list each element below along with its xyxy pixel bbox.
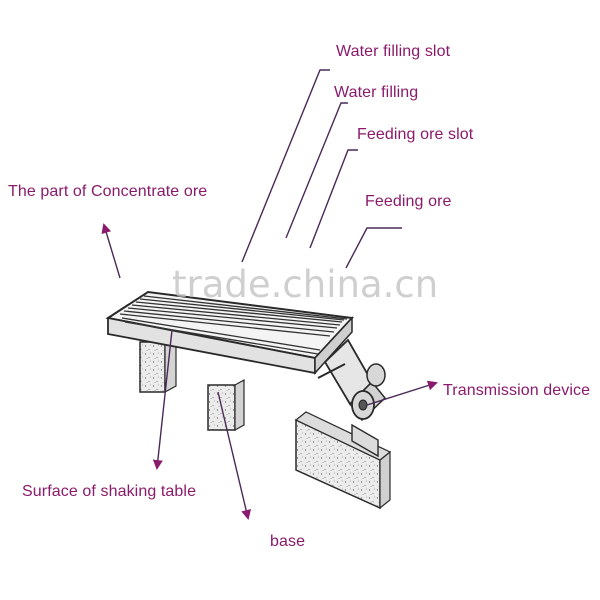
- leader-concentrate-ore: [101, 223, 121, 279]
- label-concentrate-ore: The part of Concentrate ore: [8, 183, 208, 200]
- label-shaking-table-surface: Surface of shaking table: [22, 483, 197, 500]
- leader-water-filling-slot: [241, 69, 330, 263]
- leader-shaking-table-surface: [152, 329, 173, 470]
- shaking-table-deck: [105, 290, 355, 375]
- leader-transmission-device: [366, 380, 438, 406]
- leader-feeding-ore: [345, 227, 402, 269]
- transmission-device-drawing: [317, 338, 387, 458]
- riffle-lines: [119, 295, 348, 355]
- label-transmission-device: Transmission device: [443, 382, 591, 399]
- leader-feeding-ore-slot: [309, 149, 358, 249]
- label-water-filling-slot: Water filling slot: [336, 43, 451, 60]
- watermark: trade.china.cn: [172, 263, 439, 306]
- label-feeding-ore: Feeding ore: [365, 193, 452, 210]
- label-base: base: [270, 533, 306, 550]
- leader-water-filling: [285, 102, 348, 239]
- leader-lines: [101, 69, 438, 520]
- leader-base: [217, 391, 252, 520]
- label-feeding-ore-slot: Feeding ore slot: [357, 126, 474, 143]
- label-water-filling: Water filling: [334, 84, 419, 101]
